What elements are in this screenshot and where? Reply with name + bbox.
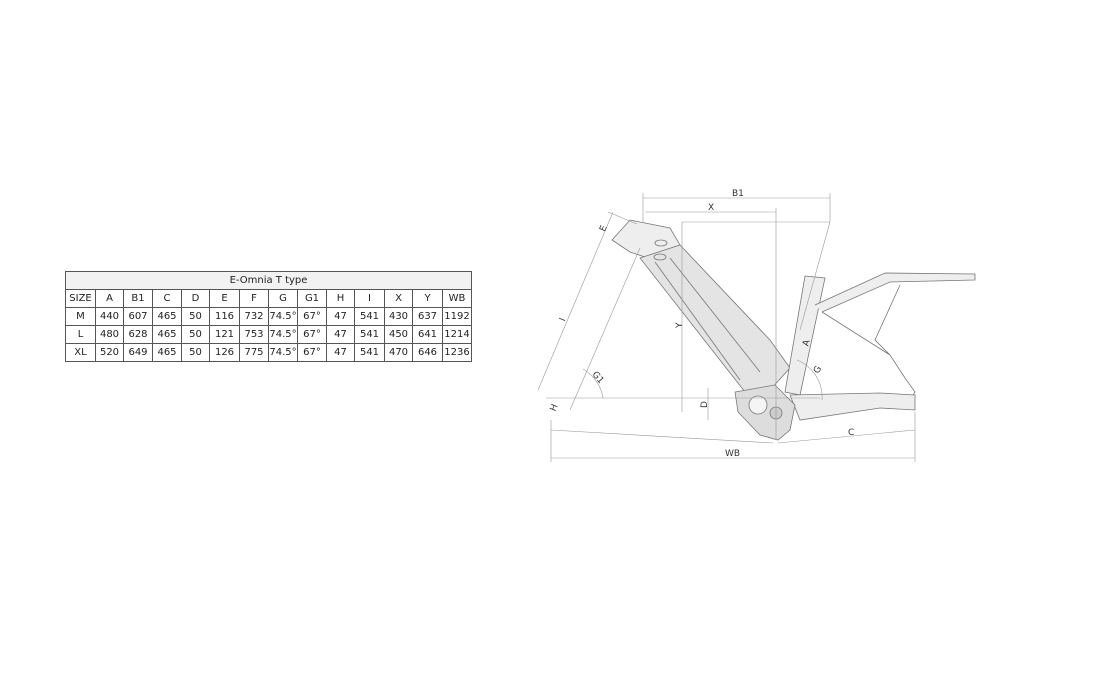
label-h: H [549, 403, 561, 413]
value-cell: 465 [152, 343, 182, 362]
label-c: C [848, 428, 854, 438]
label-y: Y [675, 322, 685, 329]
label-i: I [558, 317, 568, 323]
label-g1: G1 [590, 370, 606, 386]
label-d: D [700, 401, 710, 408]
label-g: G [812, 365, 824, 376]
frame-drawing [611, 219, 976, 441]
value-cell: 1236 [442, 343, 472, 362]
table-title: E-Omnia T type [65, 271, 472, 290]
label-a: A [801, 338, 812, 347]
value-cell: 50 [181, 343, 210, 362]
label-x: X [708, 203, 714, 213]
label-e: E [598, 224, 610, 233]
size-cell: XL [65, 343, 96, 362]
label-wb: WB [725, 449, 740, 459]
value-cell: 1192 [442, 307, 472, 326]
label-b1: B1 [732, 189, 744, 199]
